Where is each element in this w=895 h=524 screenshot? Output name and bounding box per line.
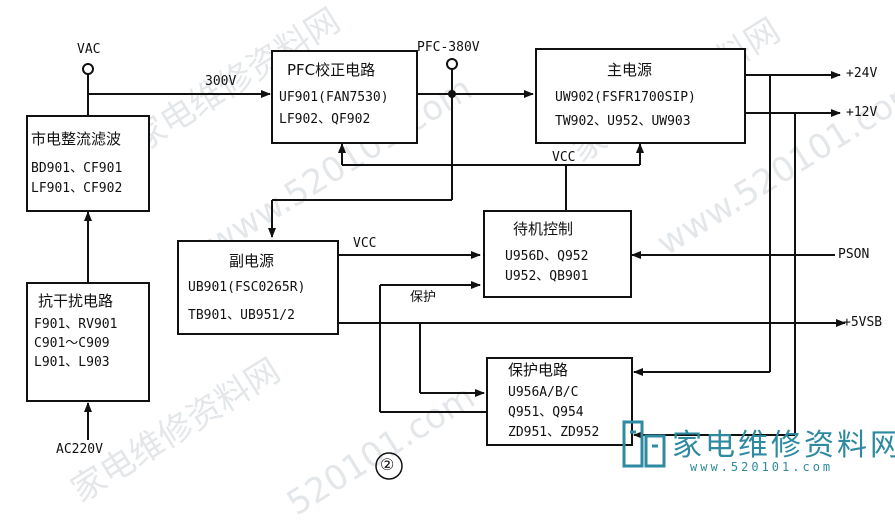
label-out-5vsb: +5VSB	[843, 315, 883, 330]
label-vac: VAC	[77, 42, 101, 57]
pfc-title: PFC校正电路	[287, 61, 376, 79]
rectifier-filter-title: 市电整流滤波	[31, 130, 122, 148]
figure-number: ②	[380, 455, 395, 474]
label-protect-feedback: 保护	[410, 290, 437, 305]
block-standby-control: 待机控制 U956D、Q952 U952、QB901	[483, 210, 632, 298]
protection-line-2: Q951、Q954	[508, 405, 584, 420]
aux-power-title: 副电源	[229, 252, 275, 270]
block-main-power: 主电源 UW902(FSFR1700SIP) TW902、U952、UW903	[535, 48, 746, 144]
emi-filter-line-2: C901～C909	[34, 336, 110, 351]
aux-power-line-1: UB901(FSC0265R)	[188, 280, 306, 295]
emi-filter-line-3: L901、L903	[34, 355, 110, 370]
main-power-title: 主电源	[607, 61, 653, 79]
site-logo-url: www.520101.com	[690, 460, 834, 474]
standby-control-line-2: U952、QB901	[505, 269, 589, 284]
standby-control-title: 待机控制	[513, 220, 574, 238]
standby-control-line-1: U956D、Q952	[505, 249, 589, 264]
pfc380-terminal	[446, 58, 458, 70]
label-pson: PSON	[838, 247, 870, 262]
protection-title: 保护电路	[508, 361, 569, 379]
label-out-12v: +12V	[846, 105, 878, 120]
label-300v: 300V	[205, 74, 237, 89]
emi-filter-line-1: F901、RV901	[34, 317, 118, 332]
block-pfc: PFC校正电路 UF901(FAN7530) LF902、QF902	[271, 50, 418, 144]
protection-line-1: U956A/B/C	[508, 385, 579, 400]
block-protection: 保护电路 U956A/B/C Q951、Q954 ZD951、ZD952	[486, 357, 633, 446]
main-power-line-2: TW902、U952、UW903	[555, 114, 691, 129]
rectifier-filter-line-1: BD901、CF901	[31, 161, 123, 176]
power-supply-block-diagram: 家电维修资料网 www.520101.com 家电维修资料网 www.52010…	[26, 1, 895, 524]
block-emi-filter: 抗干扰电路 F901、RV901 C901～C909 L901、L903	[26, 282, 150, 402]
label-vcc-aux: VCC	[353, 236, 377, 251]
aux-power-line-2: TB901、UB951/2	[188, 308, 295, 323]
vac-terminal	[82, 63, 94, 75]
rectifier-filter-line-2: LF901、CF902	[31, 181, 123, 196]
pfc-line-1: UF901(FAN7530)	[279, 90, 389, 105]
main-power-line-1: UW902(FSFR1700SIP)	[555, 90, 696, 105]
label-out-24v: +24V	[846, 66, 878, 81]
protection-line-3: ZD951、ZD952	[508, 425, 600, 440]
block-aux-power: 副电源 UB901(FSC0265R) TB901、UB951/2	[177, 240, 339, 335]
block-rectifier-filter: 市电整流滤波 BD901、CF901 LF901、CF902	[26, 115, 150, 212]
site-logo-icon	[622, 420, 666, 468]
label-pfc-380v: PFC-380V	[417, 40, 480, 55]
emi-filter-title: 抗干扰电路	[38, 292, 114, 310]
label-vcc-main: VCC	[552, 150, 576, 165]
label-ac220v: AC220V	[56, 442, 103, 457]
pfc-line-2: LF902、QF902	[279, 112, 371, 127]
site-logo-text: 家电维修资料网	[672, 428, 895, 463]
junction-dot	[448, 90, 456, 98]
